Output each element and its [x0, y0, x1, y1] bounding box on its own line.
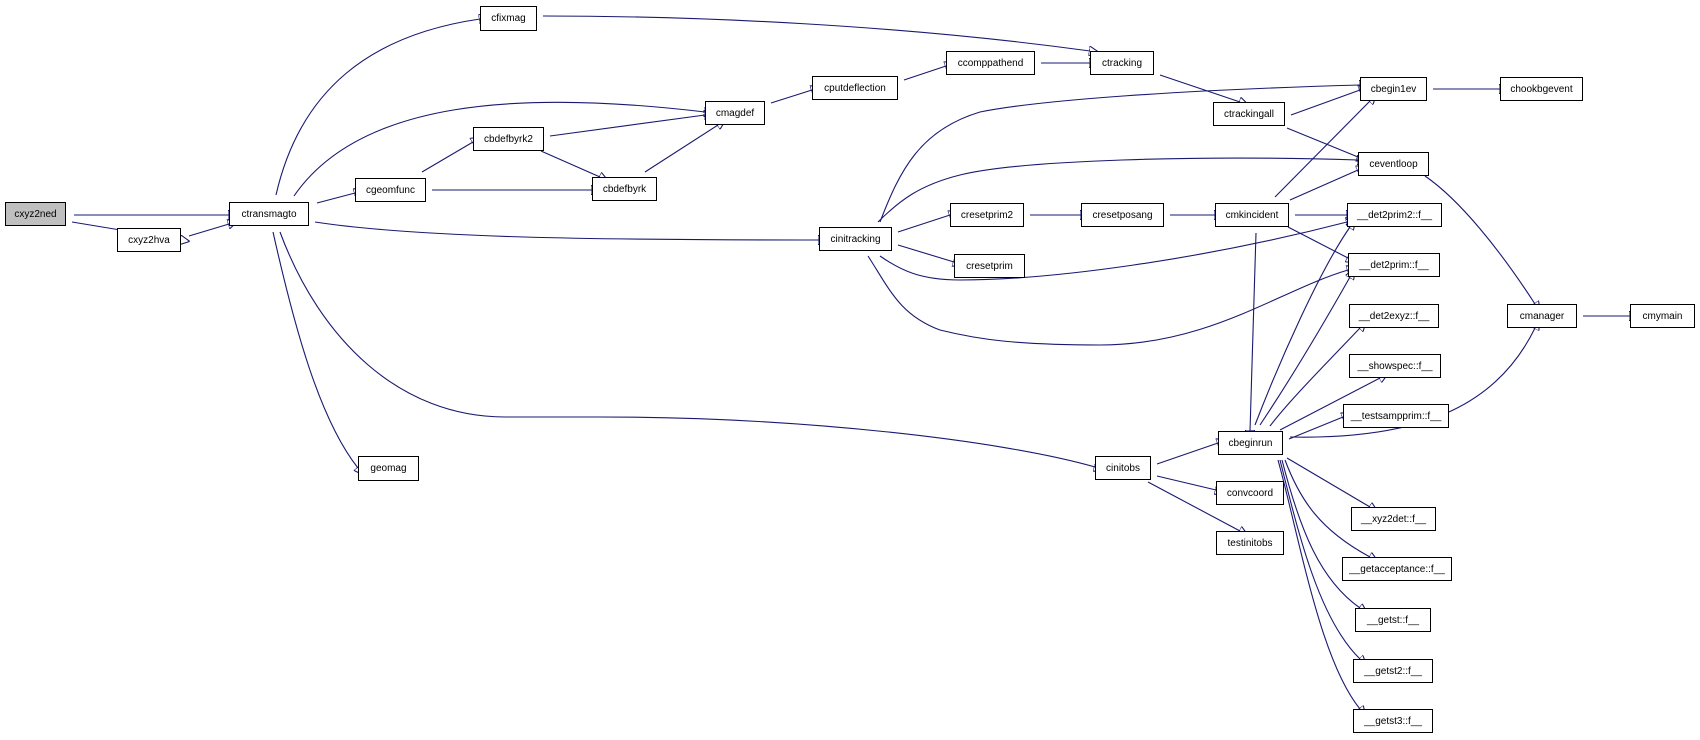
- edge-showspec-to-cbeginrun: [1279, 378, 1380, 431]
- edge-det2prim2-to-cbeginrun: [1254, 227, 1350, 426]
- edge-testsampprim-to-cbeginrun: [1288, 417, 1343, 440]
- node-ceventloop[interactable]: ceventloop: [1358, 152, 1429, 176]
- edge-ctracking-to-cfixmag: [542, 15, 1090, 51]
- edge-getst-to-cbeginrun: [1281, 459, 1360, 608]
- edge-cmagdef-to-ctransmagto: [293, 101, 705, 197]
- node-xyz2det[interactable]: __xyz2det::f__: [1351, 507, 1436, 531]
- node-chookbgevent[interactable]: chookbgevent: [1500, 77, 1583, 101]
- node-cinitobs[interactable]: cinitobs: [1095, 456, 1151, 480]
- node-cbdefbyrk2[interactable]: cbdefbyrk2: [473, 127, 544, 151]
- edge-det2prim-to-cbeginrun: [1259, 277, 1350, 426]
- node-ctransmagto[interactable]: ctransmagto: [229, 202, 309, 226]
- node-testinitobs[interactable]: testinitobs: [1216, 531, 1284, 555]
- node-cresetprim2[interactable]: cresetprim2: [950, 203, 1024, 227]
- edge-geomag-to-ctransmagto: [272, 231, 358, 468]
- node-cxyz2hva[interactable]: cxyz2hva: [117, 228, 181, 252]
- edge-cbeginrun-to-cmkincident: [1250, 232, 1257, 431]
- edge-ceventloop-to-cmkincident: [1289, 170, 1358, 201]
- node-ccomppathend[interactable]: ccomppathend: [946, 51, 1035, 75]
- node-showspec[interactable]: __showspec::f__: [1349, 354, 1441, 378]
- edge-getst2-to-cbeginrun: [1279, 459, 1360, 659]
- edge-cmagdef-to-cbdefbyrk: [644, 125, 718, 173]
- node-cmagdef[interactable]: cmagdef: [705, 101, 765, 125]
- node-cfixmag[interactable]: cfixmag: [480, 6, 537, 31]
- node-cbegin1ev[interactable]: cbegin1ev: [1360, 77, 1427, 101]
- edge-det2prim-to-cinitracking: [867, 255, 1348, 346]
- edge-cbdefbyrk-to-cbdefbyrk2: [540, 150, 600, 177]
- edge-cmanager-to-cbeginrun: [1289, 328, 1535, 438]
- edge-det2exyz-to-cbeginrun: [1269, 328, 1360, 427]
- node-cgeomfunc[interactable]: cgeomfunc: [355, 178, 426, 202]
- edge-cbegin1ev-to-ctrackingall: [1290, 90, 1360, 116]
- edge-cgeomfunc-to-ctransmagto: [316, 193, 355, 204]
- edge-group: [71, 15, 1630, 709]
- node-cmymain[interactable]: cmymain: [1630, 304, 1695, 328]
- node-ctrackingall[interactable]: ctrackingall: [1213, 102, 1285, 126]
- node-convcoord[interactable]: convcoord: [1216, 481, 1284, 505]
- node-cinitracking[interactable]: cinitracking: [819, 227, 892, 251]
- node-getacceptance[interactable]: __getacceptance::f__: [1342, 557, 1452, 581]
- node-getst3[interactable]: __getst3::f__: [1353, 709, 1433, 733]
- edge-cresetprim-to-cinitracking: [897, 244, 954, 262]
- edge-det2prim2-to-cinitracking: [879, 222, 1347, 281]
- edge-ctrackingall-to-ctracking: [1159, 74, 1240, 102]
- edge-cbegin1ev-to-cmkincident: [1274, 101, 1370, 198]
- edge-cbdefbyrk2-to-cgeomfunc: [421, 142, 473, 173]
- node-cresetprim[interactable]: cresetprim: [954, 254, 1025, 278]
- edge-cinitobs-to-ctransmagto: [279, 231, 1095, 467]
- node-cmanager[interactable]: cmanager: [1507, 304, 1577, 328]
- node-det2exyz[interactable]: __det2exyz::f__: [1349, 304, 1439, 328]
- node-getst[interactable]: __getst::f__: [1355, 608, 1431, 632]
- node-cbeginrun[interactable]: cbeginrun: [1218, 431, 1283, 455]
- node-det2prim[interactable]: __det2prim::f__: [1348, 253, 1440, 277]
- node-testsampprim[interactable]: __testsampprim::f__: [1343, 404, 1449, 428]
- edge-cmagdef-to-cbdefbyrk2: [549, 115, 705, 137]
- edge-xyz2det-to-cbeginrun: [1286, 457, 1370, 507]
- node-cputdeflection[interactable]: cputdeflection: [812, 76, 898, 100]
- node-cresetposang[interactable]: cresetposang: [1081, 203, 1164, 227]
- node-cmkincident[interactable]: cmkincident: [1215, 203, 1289, 227]
- edge-ctransmagto-to-cxyz2hva: [188, 224, 229, 237]
- edge-getacceptance-to-cbeginrun: [1284, 459, 1370, 557]
- edge-getst3-to-cbeginrun: [1277, 459, 1360, 709]
- edge-ceventloop-to-cinitracking: [877, 158, 1358, 223]
- edge-testinitobs-to-cinitobs: [1147, 481, 1240, 531]
- edge-cputdeflection-to-cmagdef: [770, 90, 812, 104]
- node-cbdefbyrk[interactable]: cbdefbyrk: [592, 177, 657, 201]
- edge-cbegin1ev-to-cinitracking: [879, 85, 1360, 223]
- edge-det2prim-to-cmkincident: [1287, 226, 1348, 258]
- edge-cresetprim2-to-cinitracking: [897, 215, 950, 233]
- edge-ceventloop-to-ctrackingall: [1286, 127, 1358, 157]
- edge-cmanager-to-ceventloop: [1424, 175, 1535, 304]
- edge-cfixmag-to-ctransmagto: [275, 19, 480, 196]
- node-geomag[interactable]: geomag: [358, 456, 419, 481]
- node-cxyz2ned[interactable]: cxyz2ned: [5, 202, 66, 226]
- node-ctracking[interactable]: ctracking: [1090, 51, 1154, 75]
- edge-cbeginrun-to-cinitobs: [1156, 443, 1218, 465]
- edge-cinitracking-to-ctransmagto: [314, 221, 819, 240]
- edge-ccomppathend-to-cputdeflection: [903, 66, 946, 81]
- node-getst2[interactable]: __getst2::f__: [1353, 659, 1433, 683]
- node-det2prim2[interactable]: __det2prim2::f__: [1347, 203, 1442, 227]
- edge-convcoord-to-cinitobs: [1156, 475, 1216, 490]
